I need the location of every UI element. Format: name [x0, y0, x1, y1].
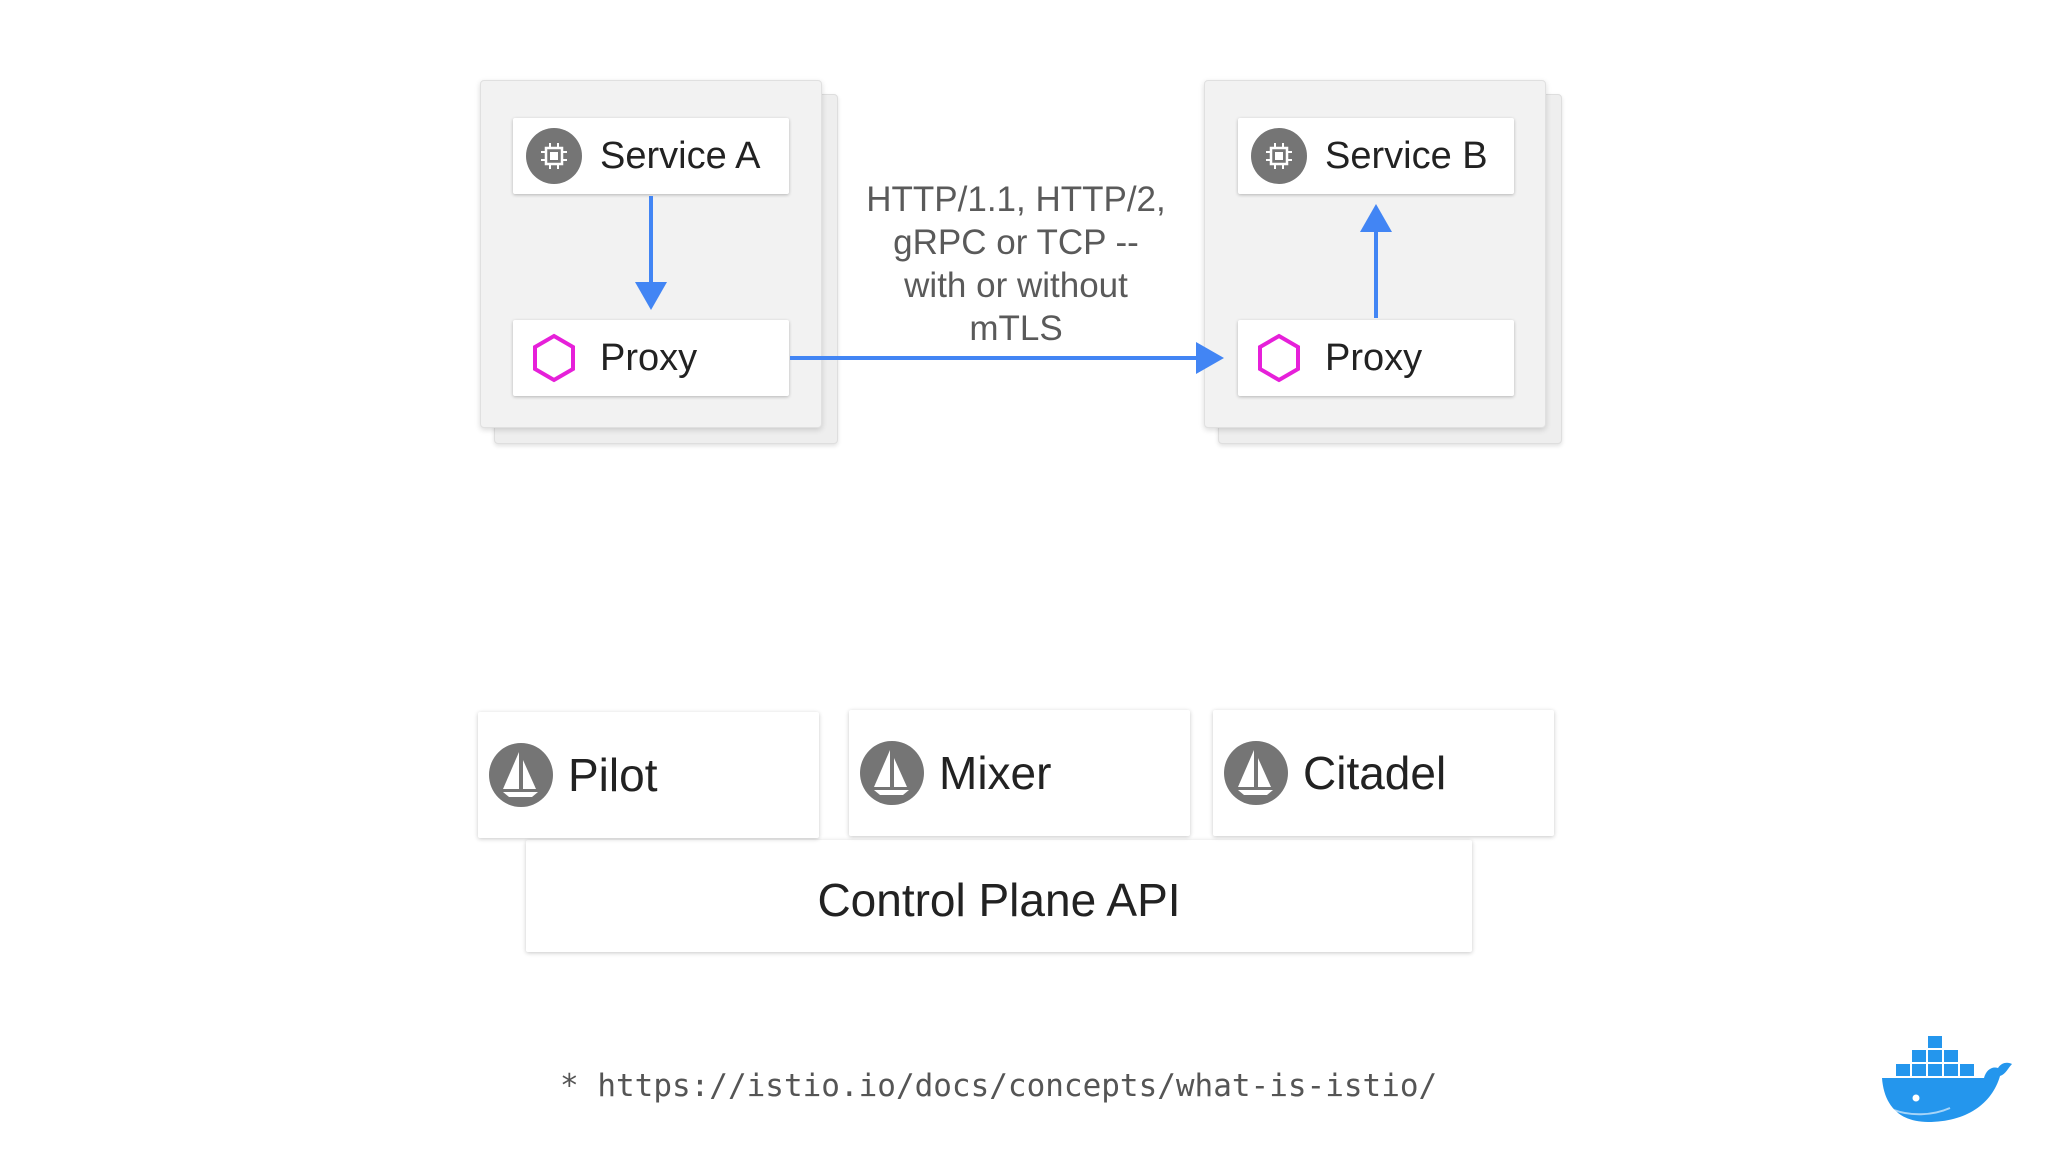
control-plane-api-label: Control Plane API: [817, 874, 1181, 926]
chip-icon: [526, 128, 582, 184]
footnote-link: * https://istio.io/docs/concepts/what-is…: [560, 1068, 1438, 1104]
proxy-a-card: Proxy: [513, 320, 789, 396]
protocol-note-line: mTLS: [969, 309, 1063, 348]
service-a-card: Service A: [513, 118, 789, 194]
proxy-b-label: Proxy: [1325, 336, 1423, 379]
chip-icon: [1251, 128, 1307, 184]
istio-sail-icon: [860, 741, 924, 805]
citadel-card: Citadel: [1213, 710, 1554, 836]
istio-sail-icon: [1224, 741, 1288, 805]
service-b-label: Service B: [1325, 134, 1488, 177]
service-b-card: Service B: [1238, 118, 1514, 194]
docker-whale-logo: [1882, 1036, 2012, 1122]
protocol-note: HTTP/1.1, HTTP/2, gRPC or TCP -- with or…: [846, 178, 1186, 350]
mixer-card: Mixer: [849, 710, 1190, 836]
istio-sail-icon: [489, 743, 553, 807]
protocol-note-line: gRPC or TCP --: [893, 223, 1139, 262]
service-a-label: Service A: [600, 134, 761, 177]
hexagon-icon: [1258, 333, 1300, 383]
proxy-b-card: Proxy: [1238, 320, 1514, 396]
mixer-label: Mixer: [939, 747, 1052, 799]
protocol-note-line: with or without: [904, 266, 1128, 305]
pilot-card: Pilot: [478, 712, 819, 838]
pilot-label: Pilot: [568, 749, 658, 801]
citadel-label: Citadel: [1303, 747, 1447, 799]
control-plane-api: Control Plane API: [526, 840, 1472, 952]
protocol-note-line: HTTP/1.1, HTTP/2,: [866, 180, 1166, 219]
hexagon-icon: [533, 333, 575, 383]
proxy-a-label: Proxy: [600, 336, 698, 379]
